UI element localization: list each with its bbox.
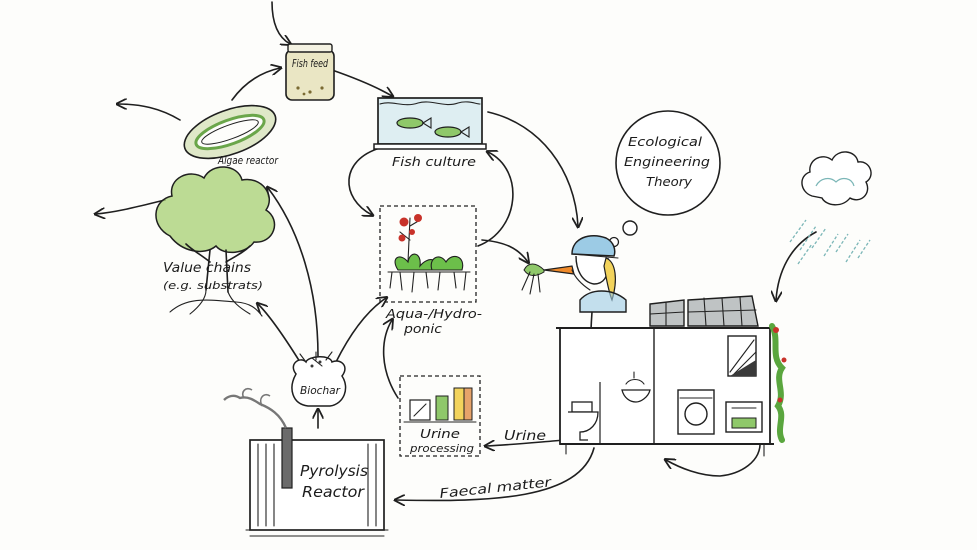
window-icon bbox=[727, 335, 757, 377]
pyrolysis-label-line2: Reactor bbox=[302, 483, 365, 501]
arrow-value-chains-out bbox=[96, 199, 166, 214]
algae-reactor-label: Algae reactor bbox=[217, 154, 279, 167]
arrow-hydroponic-to-fish bbox=[477, 152, 514, 247]
person-with-carrot-icon bbox=[521, 234, 627, 313]
plants-icon bbox=[379, 205, 477, 303]
arrow-feed-to-fish bbox=[331, 69, 392, 96]
theory-label-line2: Engineering bbox=[624, 155, 710, 169]
pyrolysis-reactor-icon bbox=[223, 387, 389, 537]
sink-icon bbox=[621, 371, 651, 403]
arrow-biochar-to-algae bbox=[268, 188, 319, 357]
algae-reactor-icon bbox=[183, 104, 277, 160]
urine-processing-label-line1: Urine bbox=[420, 427, 460, 441]
arrow-plants-to-person bbox=[481, 239, 528, 262]
theory-label-line1: Ecological bbox=[628, 135, 703, 149]
fish-feed-jar-icon bbox=[285, 43, 335, 101]
thought-bubble-icon bbox=[608, 110, 721, 248]
toilet-icon bbox=[568, 401, 599, 441]
washing-machine-icon bbox=[677, 389, 715, 435]
arrow-fish-to-person bbox=[487, 111, 578, 226]
urine-flow-label: Urine bbox=[504, 429, 546, 444]
tree-icon bbox=[155, 166, 276, 317]
arrow-into-fish-feed bbox=[271, 1, 290, 44]
arrow-house-to-urine-processing bbox=[486, 439, 567, 446]
fish-culture-label: Fish culture bbox=[392, 155, 476, 169]
biochar-sack-icon bbox=[291, 351, 347, 407]
arrow-biochar-to-hydroponic bbox=[335, 298, 386, 363]
rain-cloud-icon bbox=[789, 151, 872, 265]
pyrolysis-label-line1: Pyrolysis bbox=[300, 462, 368, 480]
arrow-rain-to-house bbox=[776, 231, 817, 300]
solar-panel-icon bbox=[649, 295, 759, 327]
fish-feed-label: Fish feed bbox=[292, 57, 329, 70]
arrow-algae-out bbox=[118, 104, 181, 121]
fish-tank-icon bbox=[373, 97, 487, 150]
arrow-algae-to-feed bbox=[231, 68, 280, 101]
aqua-hydroponic-label-line1: Aqua-/Hydro- bbox=[385, 307, 482, 321]
value-chains-label-line2: (e.g. substrats) bbox=[163, 279, 263, 292]
appliance-icon bbox=[725, 401, 763, 433]
biochar-label: Biochar bbox=[300, 384, 341, 397]
urine-processing-label-line2: processing bbox=[409, 442, 474, 455]
theory-label-line3: Theory bbox=[646, 175, 693, 189]
urine-bottles-icon bbox=[399, 375, 481, 457]
green-wall-icon bbox=[769, 323, 787, 443]
arrow-urine-to-hydroponic bbox=[384, 320, 399, 399]
value-chains-label-line1: Value chains bbox=[163, 261, 251, 276]
arrow-fish-to-hydroponic bbox=[348, 147, 381, 215]
arrow-house-loop bbox=[666, 439, 761, 477]
aqua-hydroponic-label-line2: ponic bbox=[403, 322, 443, 336]
arrow-house-to-pyrolysis bbox=[396, 447, 595, 500]
arrow-biochar-to-value-chains bbox=[258, 304, 301, 363]
